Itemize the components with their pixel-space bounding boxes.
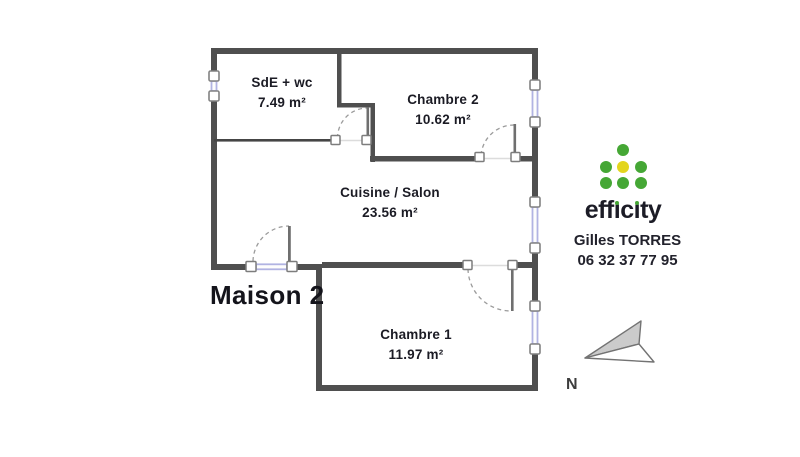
room-name: Chambre 2 (407, 92, 479, 107)
north-arrow-icon (584, 320, 655, 363)
logo-dot-icon (599, 177, 612, 189)
logo-dot-icon (599, 160, 612, 173)
logo-dots-row-3 (599, 177, 647, 189)
north-label: N (566, 376, 578, 393)
logo-dot-icon (617, 144, 629, 156)
logo-dots-row-1 (617, 144, 629, 156)
door-sde (330, 107, 372, 146)
logo-dot-icon (617, 160, 629, 173)
exterior-walls (211, 48, 538, 391)
efficity-logo: effıcıty (557, 144, 689, 224)
door-chambre2 (474, 124, 521, 163)
door-chambre1 (462, 259, 518, 312)
door-entry (245, 225, 298, 273)
logo-dot-icon (634, 160, 647, 173)
room-name: Chambre 1 (380, 327, 452, 342)
plan-title: Maison 2 (210, 280, 325, 310)
room-name: Cuisine / Salon (340, 185, 440, 200)
window-right-chambre1 (529, 300, 541, 355)
room-label-sde: SdE + wc 7.49 m² (222, 73, 342, 113)
room-area: 11.97 m² (388, 347, 444, 362)
window-right-cuisine (529, 196, 541, 254)
agent-contact: Gilles TORRES 06 32 37 77 95 (545, 231, 710, 271)
room-area: 7.49 m² (258, 95, 306, 110)
logo-dot-icon (617, 177, 629, 189)
logo-dot-icon (634, 177, 647, 189)
interior-walls (214, 48, 538, 268)
room-area: 10.62 m² (415, 112, 471, 127)
window-left-sde (208, 70, 220, 102)
room-name: SdE + wc (251, 75, 313, 90)
logo-dots-row-2 (599, 160, 647, 173)
agent-phone: 06 32 37 77 95 (577, 252, 678, 269)
room-label-chambre2: Chambre 2 10.62 m² (383, 90, 503, 130)
efficity-logo-text: effıcıty (584, 196, 662, 224)
agent-name: Gilles TORRES (573, 232, 682, 249)
window-right-chambre2 (529, 79, 541, 128)
room-label-cuisine-salon: Cuisine / Salon 23.56 m² (310, 183, 470, 223)
room-area: 23.56 m² (362, 205, 418, 220)
room-label-chambre1: Chambre 1 11.97 m² (356, 325, 476, 365)
